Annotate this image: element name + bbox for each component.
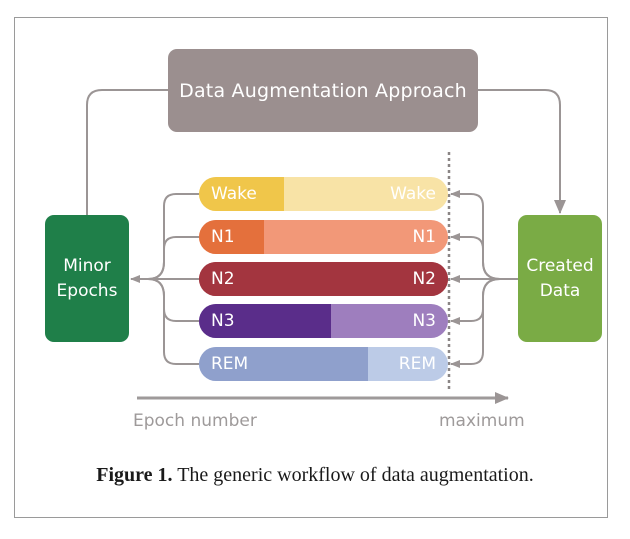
stage-label-left: N2 [211,269,235,289]
stage-bar-n3: N3 N3 [199,304,448,338]
figure-caption: Figure 1. The generic workflow of data a… [0,464,630,487]
right-branch-n3 [450,278,501,325]
caption-prefix: Figure 1. [96,464,173,486]
data-augmentation-approach-box: Data Augmentation Approach [168,49,478,132]
created-data-line1: Created [526,255,594,276]
axis-start-label: Epoch number [133,411,257,431]
connector-approach-to-created [478,89,566,214]
stage-bar-wake: Wake Wake [199,177,448,211]
stage-label-left: REM [211,354,249,374]
created-data-line2: Data [539,280,581,301]
created-data-box: Created Data [518,215,602,342]
stage-label-right: N1 [412,227,436,247]
left-branch-rem [147,278,199,365]
stage-label-right: N2 [412,269,436,289]
right-branch-rem [450,278,501,368]
stage-bar-original-segment [199,262,448,296]
left-branch-n3 [147,278,199,322]
stage-bar-original-segment [199,347,369,381]
stage-label-right: REM [398,354,436,374]
stage-bar-n1: N1 N1 [199,220,448,254]
right-branch-group [450,190,518,368]
approach-label: Data Augmentation Approach [179,79,467,102]
stage-bar-rem: REM REM [199,347,448,381]
minor-epochs-line2: Epochs [56,280,118,301]
stage-label-left: N3 [211,311,235,331]
caption-text: The generic workflow of data augmentatio… [172,464,534,486]
minor-epochs-line1: Minor [63,255,111,276]
axis-end-label: maximum [439,411,525,431]
minor-epochs-box: Minor Epochs [45,215,129,342]
left-branch-group [130,193,199,365]
stage-bar-original-segment [199,177,284,211]
stage-bar-original-segment [199,304,331,338]
stage-label-right: N3 [412,311,436,331]
stage-label-right: Wake [390,184,436,204]
stage-bar-n2: N2 N2 [199,262,448,296]
stage-bar-original-segment [199,220,264,254]
stage-label-left: Wake [211,184,257,204]
connector-minor-to-approach [86,89,168,215]
left-branch-n1 [147,236,199,280]
right-branch-n1 [450,233,501,280]
stage-label-left: N1 [211,227,235,247]
